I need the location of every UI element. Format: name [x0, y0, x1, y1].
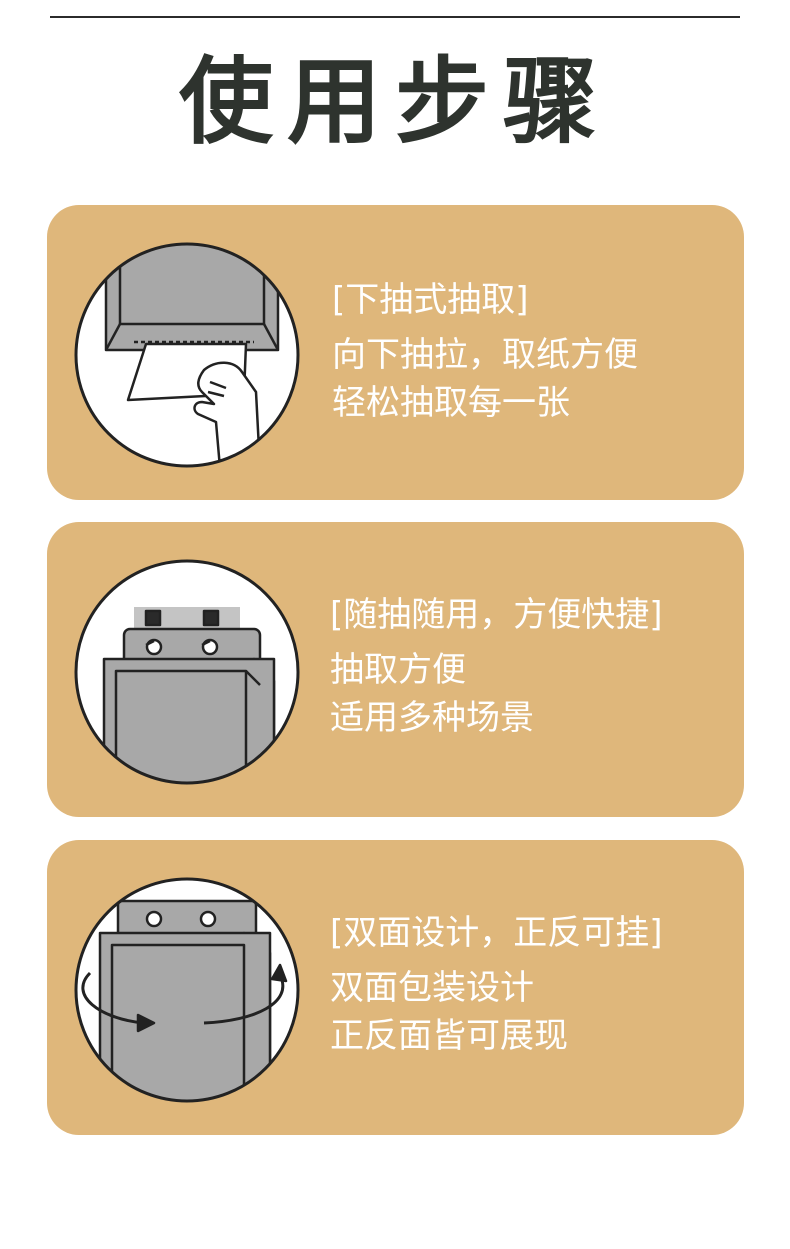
- step-line: 双面包装设计: [330, 968, 534, 1008]
- step-line: 向下抽拉，取纸方便: [332, 335, 638, 375]
- step-description: 抽取方便 适用多种场景: [330, 646, 663, 742]
- step-description: 双面包装设计 正反面皆可展现: [330, 964, 663, 1060]
- hand-pulling-tissue-icon: [74, 242, 300, 468]
- wall-mounted-tissue-box-icon: [74, 559, 300, 785]
- step-line: 抽取方便: [330, 650, 466, 690]
- step-line: 正反面皆可展现: [330, 1016, 568, 1056]
- page-title: 使用步骤: [178, 48, 611, 157]
- step-line: 适用多种场景: [330, 698, 534, 738]
- step-card-2: [随抽随用，方便快捷] 抽取方便 适用多种场景: [47, 522, 744, 817]
- step-line: 轻松抽取每一张: [332, 383, 570, 423]
- step-heading: [下抽式抽取]: [332, 280, 529, 320]
- step-card-1: [下抽式抽取] 向下抽拉，取纸方便 轻松抽取每一张: [47, 205, 744, 500]
- top-divider: [50, 16, 740, 18]
- step-text-3: [双面设计，正反可挂] 双面包装设计 正反面皆可展现: [330, 910, 663, 1060]
- reversible-tissue-box-icon: [74, 877, 300, 1103]
- step-text-1: [下抽式抽取] 向下抽拉，取纸方便 轻松抽取每一张: [332, 277, 638, 427]
- step-heading: [随抽随用，方便快捷]: [330, 595, 663, 635]
- step-description: 向下抽拉，取纸方便 轻松抽取每一张: [332, 331, 638, 427]
- step-card-3: [双面设计，正反可挂] 双面包装设计 正反面皆可展现: [47, 840, 744, 1135]
- step-text-2: [随抽随用，方便快捷] 抽取方便 适用多种场景: [330, 592, 663, 742]
- step-heading: [双面设计，正反可挂]: [330, 913, 663, 953]
